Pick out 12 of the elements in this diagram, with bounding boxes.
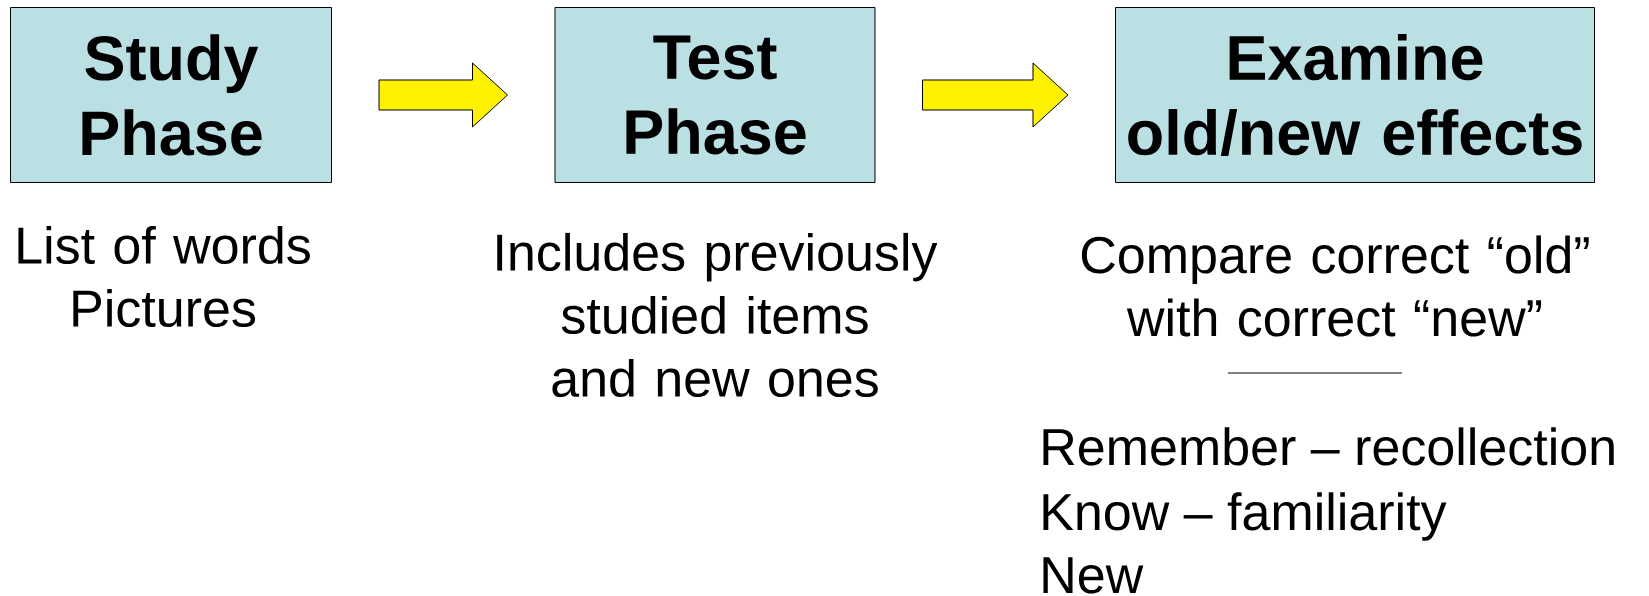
phase-box: Test Phase bbox=[554, 7, 876, 183]
description-text: List of words bbox=[18, 225, 310, 265]
phase-box: Examine old/new effects bbox=[1115, 7, 1595, 183]
block-arrow bbox=[378, 62, 508, 128]
list-item: New bbox=[1043, 557, 1144, 594]
description-text: Includes previously studied items and new ones bbox=[497, 232, 938, 398]
list-item: Know – familiarity bbox=[1043, 492, 1447, 541]
list-item: Remember – recollection bbox=[1043, 427, 1614, 466]
phase-box: Study Phase bbox=[10, 7, 332, 183]
block-arrow bbox=[922, 62, 1069, 128]
description-text: Pictures bbox=[73, 288, 256, 328]
description-text: Compare correct “old” with correct “new” bbox=[1081, 235, 1589, 337]
